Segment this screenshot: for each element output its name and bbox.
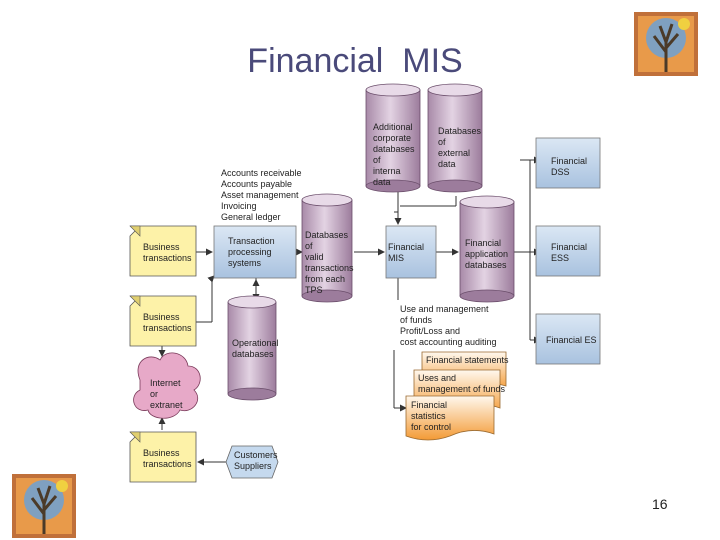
external-data-db-label: Databases of external data <box>438 126 482 169</box>
uses-management-funds-report-label: Uses and management of funds <box>418 373 506 394</box>
mis-functions-list: Use and management of funds Profit/Loss … <box>400 304 497 347</box>
tps-box-label: Transaction processing systems <box>228 236 275 268</box>
business-transactions-note-3: Business transactions <box>143 448 192 469</box>
financial-statistics-report-label: Financial statistics for control <box>411 400 452 432</box>
business-transactions-note-2: Business transactions <box>143 312 192 333</box>
financial-statements-report-label: Financial statements <box>426 355 509 365</box>
note-shapes <box>129 225 197 483</box>
operational-db-label: Operational databases <box>232 338 279 359</box>
tree-logo-icon <box>634 12 698 76</box>
customers-suppliers-label: Customers Suppliers <box>234 450 278 471</box>
tree-logo-icon <box>12 474 76 538</box>
financial-es-box-label: Financial ES <box>546 335 597 345</box>
business-transactions-note-1: Business transactions <box>143 242 192 263</box>
valid-transactions-db-label: Databases of valid transactions from eac… <box>305 230 354 295</box>
financial-ess-box-label: Financial ESS <box>551 242 588 263</box>
internet-cloud-label: Internet or extranet <box>150 378 183 410</box>
financial-application-db-label: Financial application databases <box>465 238 509 270</box>
page-number: 16 <box>652 496 668 512</box>
additional-corporate-db-label: Additional corporate databases of intern… <box>373 122 415 187</box>
page-title: Financial MIS <box>247 42 463 80</box>
financial-dss-box-label: Financial DSS <box>551 156 588 177</box>
tps-outputs-list: Accounts receivable Accounts payable Ass… <box>221 168 302 222</box>
financial-mis-box-label: Financial MIS <box>388 242 425 263</box>
